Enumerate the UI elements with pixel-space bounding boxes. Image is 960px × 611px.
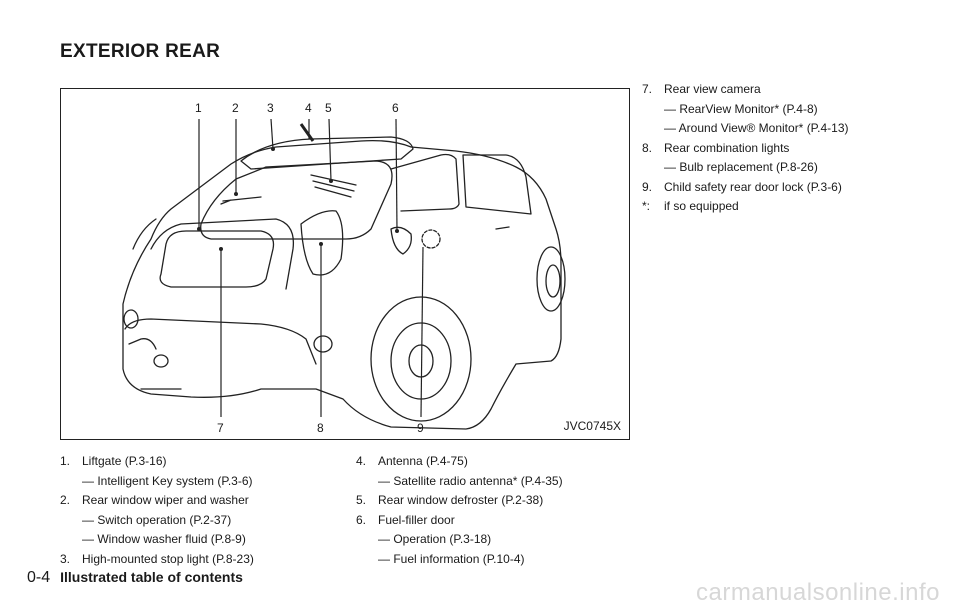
item-text: if so equipped <box>664 199 739 213</box>
callout-2: 2 <box>232 101 239 115</box>
item-text: High-mounted stop light (P.8-23) <box>82 551 254 566</box>
list-item: 1. Liftgate (P.3-16) <box>60 452 330 472</box>
list-item: *: if so equipped <box>642 197 932 217</box>
page-footer: 0-4 Illustrated table of contents <box>27 569 243 587</box>
callout-9: 9 <box>417 421 424 435</box>
list-item: 3. High-mounted stop light (P.8-23) <box>60 550 330 570</box>
legend-column-2: 4. Antenna (P.4-75) — Satellite radio ant… <box>356 452 626 569</box>
legend-column-1: 1. Liftgate (P.3-16) — Intelligent Key sy… <box>60 452 330 569</box>
item-text: Rear view camera <box>664 82 761 96</box>
page-number: 0-4 <box>27 569 51 586</box>
callout-5: 5 <box>325 101 332 115</box>
list-subitem: — Around View® Monitor* (P.4-13) <box>664 121 849 135</box>
item-text: Rear window defroster (P.2-38) <box>378 493 544 507</box>
item-number: 6. <box>356 512 367 527</box>
item-number: 4. <box>356 454 367 468</box>
item-text: Child safety rear door lock (P.3-6) <box>664 179 842 194</box>
item-number: *: <box>642 199 651 213</box>
list-subitem: — Satellite radio antenna* (P.4-35) <box>378 473 563 488</box>
list-subitem: — RearView Monitor* (P.4-8) <box>664 101 818 116</box>
item-text: Rear window wiper and washer <box>82 493 249 507</box>
list-item: 8. Rear combination lights <box>642 139 932 159</box>
list-item: 6. Fuel-filler door <box>356 511 626 531</box>
list-subitem: — Window washer fluid (P.8-9) <box>82 532 246 546</box>
item-number: 9. <box>642 179 653 194</box>
list-item: 2. Rear window wiper and washer <box>60 491 330 511</box>
list-subitem: — Switch operation (P.2-37) <box>82 512 232 527</box>
item-text: Fuel-filler door <box>378 512 455 527</box>
legend-column-3: 7. Rear view camera — RearView Monitor* (… <box>642 80 932 217</box>
car-rear-illustration: 1 2 3 4 5 6 7 8 9 JVC0745X <box>60 88 630 440</box>
callout-4: 4 <box>305 101 312 115</box>
list-item: 7. Rear view camera <box>642 80 932 100</box>
callout-8: 8 <box>317 421 324 435</box>
item-number: 7. <box>642 82 653 96</box>
page-title: EXTERIOR REAR <box>60 41 221 62</box>
watermark: carmanualsonline.info <box>696 579 940 606</box>
callout-7: 7 <box>217 421 224 435</box>
list-subitem: — Bulb replacement (P.8-26) <box>664 160 818 174</box>
item-number: 2. <box>60 493 71 507</box>
item-number: 3. <box>60 551 71 566</box>
callout-1: 1 <box>195 101 202 115</box>
list-subitem: — Intelligent Key system (P.3-6) <box>82 473 253 488</box>
list-item: 5. Rear window defroster (P.2-38) <box>356 491 626 511</box>
callout-3: 3 <box>267 101 274 115</box>
list-subitem: — Fuel information (P.10-4) <box>378 551 525 566</box>
list-subitem: — Operation (P.3-18) <box>378 532 492 546</box>
item-text: Rear combination lights <box>664 140 790 155</box>
item-number: 5. <box>356 493 367 507</box>
section-title: Illustrated table of contents <box>60 569 243 585</box>
item-number: 1. <box>60 454 71 468</box>
list-item: 9. Child safety rear door lock (P.3-6) <box>642 178 932 198</box>
list-item: 4. Antenna (P.4-75) <box>356 452 626 472</box>
item-text: Antenna (P.4-75) <box>378 454 468 468</box>
callout-6: 6 <box>392 101 399 115</box>
item-text: Liftgate (P.3-16) <box>82 454 167 468</box>
item-number: 8. <box>642 140 653 155</box>
figure-code: JVC0745X <box>563 419 621 433</box>
car-drawing <box>122 118 566 430</box>
